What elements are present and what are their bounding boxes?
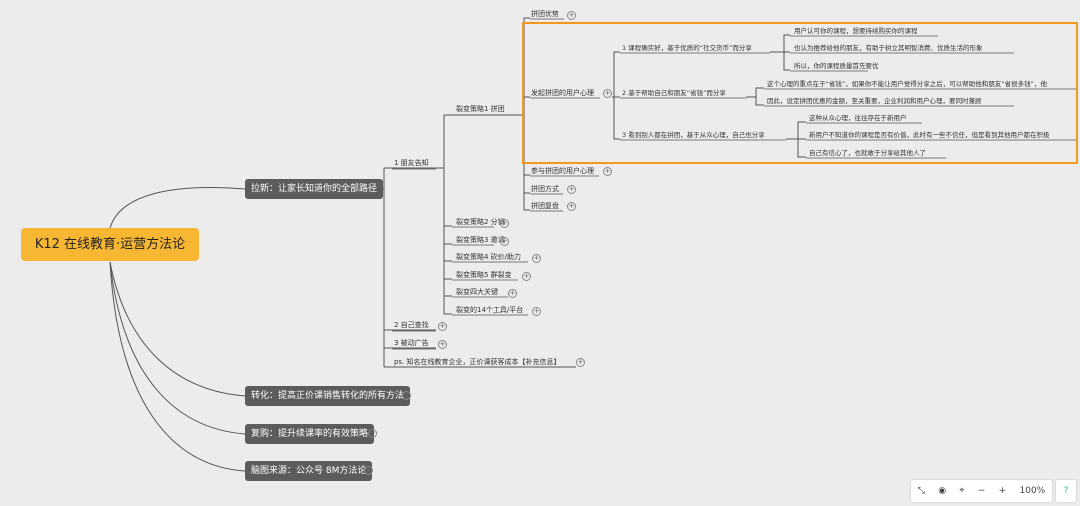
connector-detail: [786, 121, 806, 140]
root-node[interactable]: K12 在线教育·运营方法论: [21, 228, 199, 261]
category-source[interactable]: 脑图来源：公众号 8M方法论: [245, 461, 373, 481]
collapse-icon[interactable]: [603, 89, 612, 98]
connector-root-category: [109, 261, 246, 397]
detail-8[interactable]: 自己有信心了，也就敢于分享给其他人了: [809, 149, 926, 157]
expand-icon[interactable]: [603, 167, 612, 176]
help-icon[interactable]: ?: [1056, 480, 1076, 502]
detail-7[interactable]: 新用户不知道你的课程是否有价值，此时有一些不信任，但是看到其他用户都在积极: [809, 131, 1050, 139]
connector-detail: [755, 97, 764, 106]
expand-icon[interactable]: [364, 466, 373, 475]
detail-5[interactable]: 因此，设定拼团优惠的金额，至关重要，企业利润和用户心理，要同时兼顾: [767, 97, 982, 105]
node-passive-ad[interactable]: 3 被动广告: [394, 339, 429, 347]
connector-reason: [612, 51, 620, 98]
expand-icon[interactable]: [532, 254, 541, 263]
expand-icon[interactable]: [438, 340, 447, 349]
category-repurchase[interactable]: 复购：提升续课率的有效策略: [245, 424, 375, 444]
zoom-out-button[interactable]: −: [977, 486, 986, 496]
expand-icon[interactable]: [500, 237, 509, 246]
strategy-2[interactable]: 裂变策略2 分销: [456, 218, 505, 226]
pintuan-method[interactable]: 拼团方式: [531, 185, 559, 193]
expand-icon[interactable]: [532, 307, 541, 316]
expand-icon[interactable]: [567, 11, 576, 20]
connector-root-category: [109, 261, 246, 435]
pintuan-participate[interactable]: 参与拼团的用户心理: [531, 167, 594, 175]
connector-detail: [770, 34, 790, 53]
strategy-1[interactable]: 裂变策略1 拼团: [456, 105, 505, 113]
expand-icon[interactable]: [567, 185, 576, 194]
zoom-toolbar: ⤡ ◉ ⌖ − + 100%: [911, 480, 1052, 502]
connector-strategy: [436, 114, 452, 169]
expand-icon[interactable]: [508, 289, 517, 298]
node-ps[interactable]: ps. 知名在线教育企业，正价课获客成本【补充信息】: [394, 358, 561, 366]
connector-detail: [746, 87, 764, 98]
strategy-3[interactable]: 裂变策略3 邀请: [456, 236, 505, 244]
connector-reason: [613, 97, 620, 140]
fit-screen-icon[interactable]: ⤡: [917, 486, 925, 496]
strategy-tools[interactable]: 裂变的14个工具/平台: [456, 306, 524, 314]
expand-icon[interactable]: [402, 391, 411, 400]
detail-4[interactable]: 这个心理的重点在于“省钱”，如果你不能让用户觉得分享之后，可以帮助他和朋友“省很…: [767, 80, 1047, 88]
strategy-4[interactable]: 裂变策略4 砍价/助力: [456, 253, 522, 261]
pintuan-initiate[interactable]: 发起拼团的用户心理: [531, 89, 594, 97]
detail-6[interactable]: 这种从众心理，往往存在于新用户: [809, 114, 907, 122]
connector-detail: [783, 52, 790, 71]
category-conversion[interactable]: 转化：提高正价课销售转化的所有方法: [245, 386, 411, 406]
node-friend[interactable]: 1 朋友告知: [394, 159, 429, 167]
strategy-5[interactable]: 裂变策略5 群裂变: [456, 271, 512, 279]
node-self-find[interactable]: 2 自己查找: [394, 321, 429, 329]
reason-1[interactable]: 1 课程确实好，基于优质的“社交货币”而分享: [622, 44, 752, 52]
expand-icon[interactable]: [567, 202, 576, 211]
expand-icon[interactable]: [522, 272, 531, 281]
connector-level2-trunk: [378, 188, 385, 367]
reason-2[interactable]: 2 基于帮助自己和朋友“省钱”而分享: [622, 89, 726, 97]
expand-icon[interactable]: [500, 219, 509, 228]
expand-icon[interactable]: [576, 358, 585, 367]
eye-icon[interactable]: ◉: [938, 486, 947, 496]
connector-root-category: [109, 187, 246, 229]
zoom-in-button[interactable]: +: [998, 486, 1007, 496]
detail-3[interactable]: 所以，你的课程质量首先要优: [794, 62, 879, 70]
expand-icon[interactable]: [438, 322, 447, 331]
location-icon[interactable]: ⌖: [959, 486, 965, 496]
connector-root-category: [109, 261, 246, 472]
strategy-keys[interactable]: 裂变四大关键: [456, 288, 498, 296]
detail-1[interactable]: 用户认可你的课程，想要持续购买你的课程: [794, 27, 918, 35]
pintuan-advantage[interactable]: 拼团优势: [531, 10, 559, 18]
zoom-level: 100%: [1019, 486, 1046, 496]
expand-icon[interactable]: [368, 429, 377, 438]
detail-2[interactable]: 也认为推荐给他的朋友，有助于树立其明智消费、优质生活的形象: [794, 44, 983, 52]
category-acquisition[interactable]: 拉新：让家长知道你的全部路径: [245, 179, 384, 199]
connector-detail: [797, 139, 806, 158]
reason-3[interactable]: 3 看到别人都在拼团，基于从众心理，自己也分享: [622, 131, 765, 139]
highlight-box: [522, 22, 1078, 164]
pintuan-review[interactable]: 拼团复盘: [531, 202, 559, 210]
